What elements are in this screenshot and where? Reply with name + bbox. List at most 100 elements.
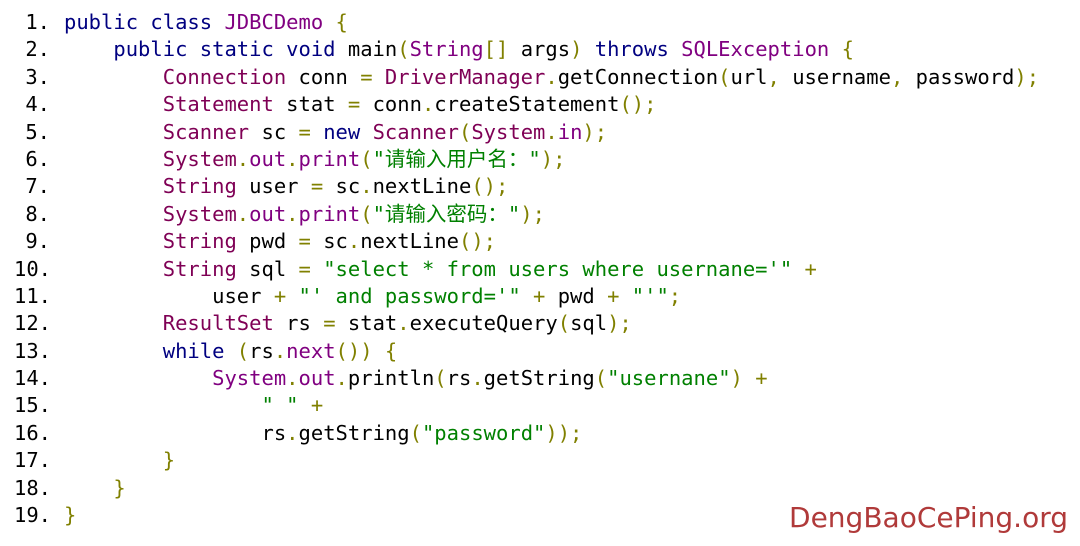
code-token-punctuation: . (421, 92, 435, 117)
line-number: 1. (25, 10, 50, 34)
code-token-type: DriverManager (384, 64, 546, 89)
code-token-string: "' and password='" (298, 283, 534, 308)
code-line: 10. String sql = "select * from users wh… (14, 256, 1039, 283)
code-token-punctuation: ( (360, 146, 373, 171)
code-token-identifier: createStatement (434, 92, 620, 117)
code-line: 3. Connection conn = DriverManager.getCo… (14, 64, 1039, 91)
code-token-function: SQLException (681, 37, 842, 62)
code-listing: 1.public class JDBCDemo {2. public stati… (14, 9, 1039, 529)
code-token-type: Scanner (372, 119, 459, 144)
code-token-identifier: username (792, 64, 891, 89)
code-token-punctuation: . (347, 229, 361, 254)
code-token-punctuation: [] (483, 37, 521, 62)
code-line: 14. System.out.println(rs.getString("use… (14, 365, 1039, 392)
code-token-punctuation: . (286, 201, 299, 226)
code-token-punctuation: . (286, 420, 299, 445)
code-token-function: out (249, 201, 287, 226)
code-token-punctuation: ); (520, 201, 545, 226)
code-token-punctuation: . (335, 366, 348, 391)
code-token-punctuation: + (533, 283, 558, 308)
code-token-punctuation: . (545, 64, 558, 89)
code-token-punctuation: ) + (730, 366, 768, 391)
code-token-string: " " (64, 393, 311, 418)
code-line: 9. String pwd = sc.nextLine(); (14, 228, 1039, 255)
code-line: 5. Scanner sc = new Scanner(System.in); (14, 119, 1039, 146)
code-token-identifier: println (347, 366, 435, 391)
code-token-function: out (249, 146, 287, 171)
code-token-type: System (64, 146, 237, 171)
line-number: 14. (14, 366, 52, 391)
code-line: 4. Statement stat = conn.createStatement… (14, 91, 1039, 118)
code-token-punctuation: (); (458, 229, 497, 254)
code-token-function: String (409, 37, 484, 62)
code-token-punctuation: = (298, 256, 324, 281)
code-token-identifier: conn (372, 92, 422, 117)
code-token-punctuation: ( (557, 311, 571, 336)
code-token-identifier: sc (335, 174, 361, 199)
code-line: 8. System.out.print("请输入密码："); (14, 201, 1039, 228)
code-token-punctuation: . (273, 338, 287, 363)
code-token-identifier: getConnection (557, 64, 719, 89)
line-number: 8. (25, 201, 50, 226)
code-token-keyword: public static void (64, 37, 348, 62)
code-token-punctuation: , (767, 64, 793, 89)
code-token-punctuation: . (236, 201, 250, 226)
code-token-punctuation: + (310, 393, 324, 418)
code-token-punctuation: + (273, 283, 299, 308)
code-token-punctuation: { (841, 37, 854, 62)
code-token-function: out (298, 366, 336, 391)
code-token-punctuation: = (310, 174, 336, 199)
code-token-identifier: args (520, 37, 571, 62)
code-token-punctuation: ; (668, 283, 682, 308)
code-token-punctuation: ); (540, 146, 566, 171)
code-token-punctuation: ( (458, 119, 472, 144)
code-token-identifier: password (915, 64, 1015, 89)
code-token-identifier: rs (286, 311, 324, 336)
code-token-punctuation: . (471, 366, 484, 391)
code-token-punctuation: = (323, 311, 348, 336)
code-token-identifier: stat (347, 311, 398, 336)
line-number: 4. (25, 92, 50, 117)
code-token-identifier: sc (261, 119, 299, 144)
code-token-string: "password" (421, 420, 546, 445)
code-token-punctuation: ( (718, 64, 731, 89)
code-token-punctuation: . (397, 311, 410, 336)
code-token-identifier: user (249, 174, 311, 199)
code-token-identifier: getString (298, 420, 410, 445)
code-token-identifier: sc (323, 229, 348, 254)
code-token-string: "请输入密码：" (372, 201, 521, 226)
code-token-identifier: executeQuery (409, 311, 558, 336)
line-number: 2. (25, 37, 50, 62)
code-token-punctuation: ); (582, 119, 608, 144)
code-token-punctuation: ); (1014, 64, 1040, 89)
code-token-type: String (64, 256, 250, 281)
code-token-type: String (64, 174, 250, 199)
code-token-type: Statement (64, 92, 287, 117)
code-token-punctuation: (); (471, 174, 509, 199)
code-token-punctuation: . (286, 146, 299, 171)
code-line: 18. } (14, 475, 1039, 502)
code-token-punctuation: } (64, 448, 176, 473)
code-token-punctuation: ( (594, 366, 608, 391)
code-token-identifier: conn (298, 64, 361, 89)
line-number: 17. (14, 448, 52, 473)
line-number: 3. (25, 64, 50, 89)
code-token-punctuation: , (890, 64, 916, 89)
code-token-keyword: new (323, 119, 373, 144)
code-token-punctuation: } (64, 475, 126, 500)
code-token-identifier: pwd (557, 283, 608, 308)
code-token-identifier: nextLine (372, 174, 472, 199)
code-line: 1.public class JDBCDemo { (14, 9, 1039, 36)
code-token-punctuation: . (360, 174, 373, 199)
code-token-function: print (298, 201, 361, 226)
code-token-identifier: sql (249, 256, 299, 281)
line-number: 13. (14, 338, 52, 363)
code-token-punctuation: = (298, 119, 324, 144)
code-line: 7. String user = sc.nextLine(); (14, 173, 1039, 200)
code-token-function: System (64, 366, 287, 391)
line-number: 11. (14, 283, 52, 308)
code-token-punctuation: ( (236, 338, 250, 363)
code-token-identifier: main (347, 37, 398, 62)
code-token-punctuation: ); (607, 311, 632, 336)
line-number: 18. (14, 475, 52, 500)
